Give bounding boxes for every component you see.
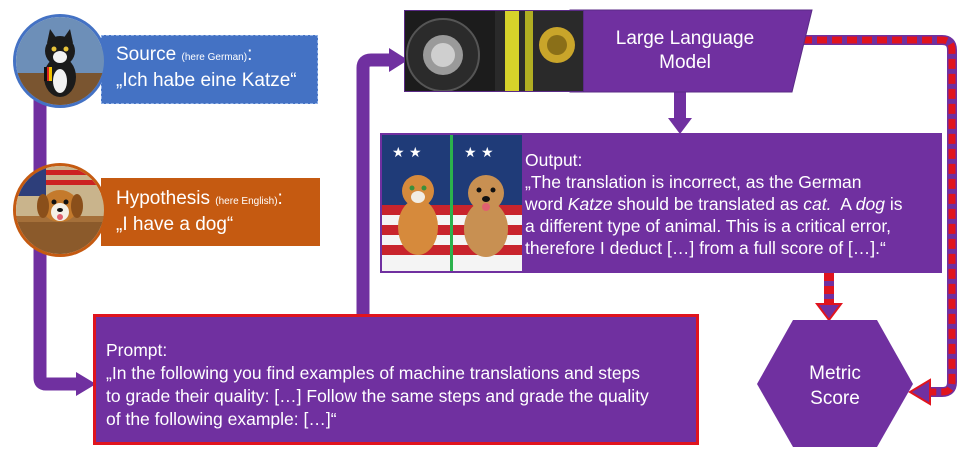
prompt-line-1: „In the following you find examples of m…	[106, 363, 641, 383]
output-line-2: word Katze should be translated as cat. …	[525, 194, 903, 214]
prompt-title: Prompt:	[106, 340, 168, 360]
cat-dog-flag-image: ★ ★ ★ ★	[382, 135, 522, 271]
llm-label-line1: Large Language	[615, 28, 755, 49]
hypothesis-box	[101, 178, 320, 246]
input-line	[33, 100, 78, 391]
source-title: Source	[116, 44, 177, 65]
hypothesis-title: Hypothesis	[116, 188, 210, 209]
cat-portrait-image	[13, 14, 107, 108]
metric-label: Metric Score	[775, 361, 895, 411]
svg-text:★ ★: ★ ★	[464, 145, 494, 161]
input-arrowhead	[76, 372, 96, 396]
svg-text:★ ★: ★ ★	[392, 145, 422, 161]
prompt-line-3: of the following example: […]“	[106, 409, 337, 429]
prompt-box	[93, 314, 699, 445]
llm-label-line2: Model	[659, 52, 711, 73]
source-text: „Ich habe eine Katze“	[116, 70, 297, 91]
output-to-metric-arrowhead	[815, 303, 843, 322]
prompt-content: Prompt: „In the following you find examp…	[106, 339, 649, 431]
metric-label-line1: Metric	[809, 363, 861, 384]
llm-to-output-arrowhead	[668, 118, 692, 134]
hypothesis-label: Hypothesis (here English):	[116, 188, 283, 209]
output-content: Output: „The translation is incorrect, a…	[525, 149, 902, 259]
prompt-line-2: to grade their quality: […] Follow the s…	[106, 386, 649, 406]
llm-label: Large Language Model	[590, 27, 780, 75]
dog-portrait-image	[13, 163, 107, 257]
metric-label-line2: Score	[810, 388, 860, 409]
source-box	[101, 35, 318, 104]
prompt-to-llm-arrowhead	[389, 48, 408, 72]
hypothesis-note: (here English)	[215, 196, 278, 207]
metric-hexagon	[757, 320, 913, 447]
output-line-3: a different type of animal. This is a cr…	[525, 216, 892, 236]
gpu-image	[404, 10, 584, 92]
prompt-to-llm-line	[356, 53, 392, 314]
source-label: Source (here German):	[116, 44, 253, 65]
output-line-1: „The translation is incorrect, as the Ge…	[525, 172, 862, 192]
llm-to-metric-arrowhead	[908, 378, 931, 406]
output-line-4: therefore I deduct […] from a full score…	[525, 238, 886, 258]
output-title: Output:	[525, 150, 583, 170]
hypothesis-text: „I have a dog“	[116, 214, 234, 235]
source-note: (here German)	[181, 52, 248, 63]
